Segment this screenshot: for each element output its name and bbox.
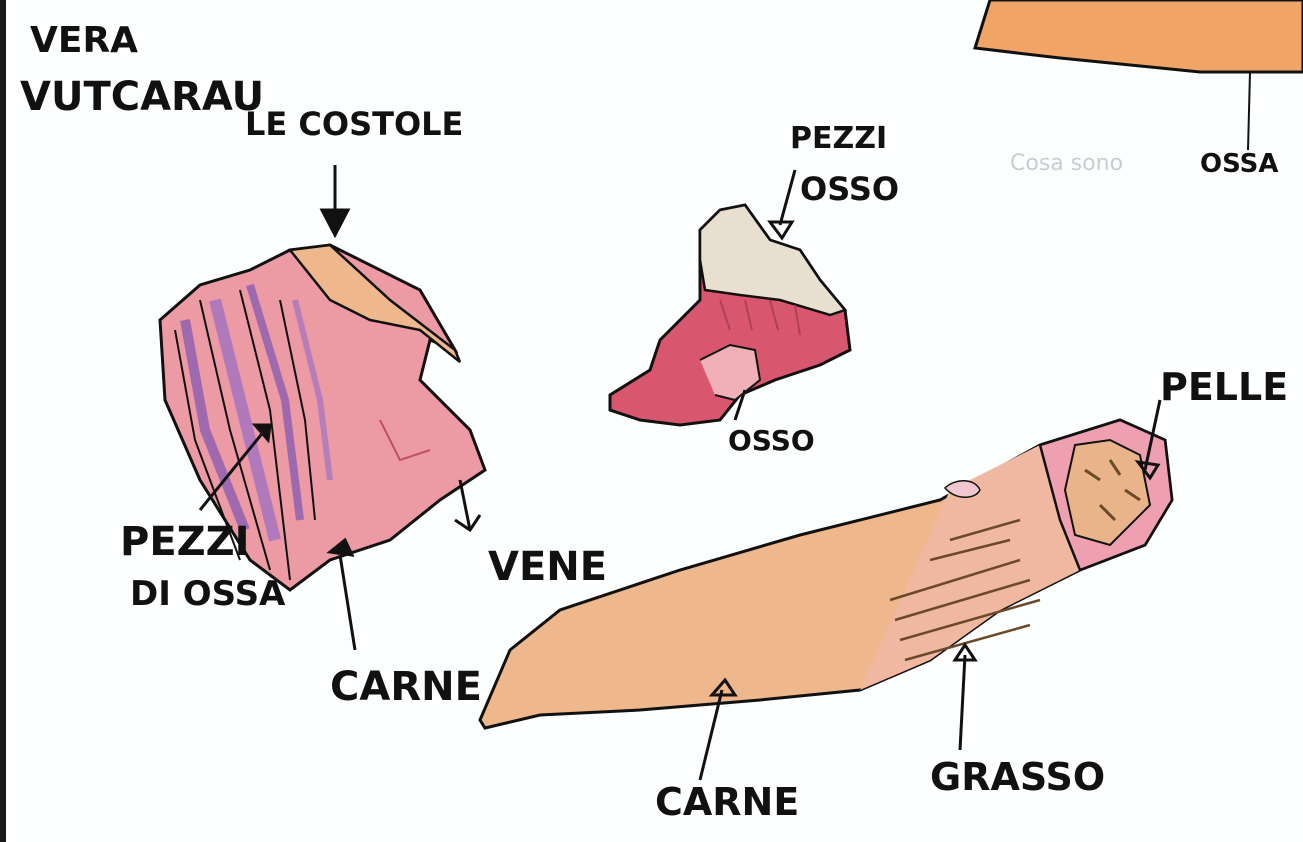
label-fat: GRASSO — [930, 755, 1105, 799]
label-bone-pieces-left-2: DI OSSA — [130, 574, 286, 614]
label-bone-small: OSSO — [728, 424, 815, 457]
cut-meat-shape-topright — [975, 0, 1303, 72]
label-bone-pieces-top-2: OSSO — [800, 170, 899, 208]
label-bone-pieces-top-1: PEZZI — [790, 121, 887, 156]
title-line-1: VERA — [30, 20, 138, 61]
bone-piece — [610, 205, 850, 425]
label-faint-right: Cosa sono — [1010, 151, 1123, 176]
label-skin: PELLE — [1160, 365, 1288, 409]
title-line-2: VUTCARAU — [20, 74, 264, 120]
label-bone-pieces-left-1: PEZZI — [120, 519, 250, 565]
label-veins: VENE — [488, 544, 607, 590]
label-meat-bottom: CARNE — [655, 780, 799, 824]
label-ribs: LE COSTOLE — [245, 105, 463, 143]
label-ossa-right: OSSA — [1200, 149, 1279, 179]
pointer-line-ossa — [1248, 72, 1250, 150]
label-meat-left: CARNE — [330, 664, 482, 710]
